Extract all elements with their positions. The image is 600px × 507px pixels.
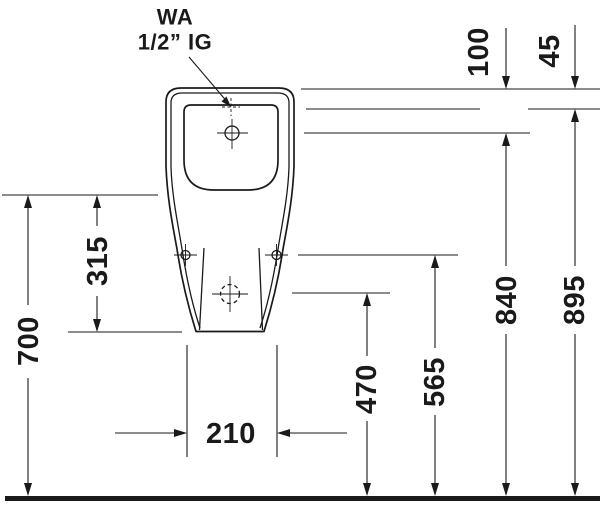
arrow-down-icon xyxy=(431,483,439,496)
dim-label-470: 470 xyxy=(351,364,383,414)
channel-line-right xyxy=(258,247,264,331)
channel-line-left xyxy=(198,247,205,331)
dim-label-700: 700 xyxy=(13,316,45,366)
dim-45: 45 xyxy=(534,25,579,89)
arrow-down-icon xyxy=(24,483,32,496)
dim-label-565: 565 xyxy=(419,357,451,407)
connection-label: WA 1/2” IG xyxy=(138,5,231,107)
dim-315: 315 xyxy=(82,195,114,332)
leader-line xyxy=(188,56,230,105)
drain-outlet xyxy=(212,276,248,312)
mounting-hole-right xyxy=(265,244,288,266)
dim-210: 210 xyxy=(115,418,347,450)
arrow-down-icon xyxy=(363,483,371,496)
arrow-down-icon xyxy=(502,483,510,496)
arrow-down-icon xyxy=(571,483,579,496)
outer-silhouette xyxy=(165,87,295,333)
inner-wall-line xyxy=(170,92,290,329)
dim-label-895: 895 xyxy=(559,275,591,325)
dim-label-840: 840 xyxy=(491,275,523,325)
dim-label-100: 100 xyxy=(463,27,495,77)
arrow-left-icon xyxy=(277,429,290,437)
basin-rim xyxy=(183,104,279,191)
arrow-down-icon xyxy=(502,76,510,89)
dim-470: 470 xyxy=(351,293,383,496)
label-wa: WA xyxy=(157,5,193,30)
arrow-down-icon xyxy=(571,76,579,89)
label-thread: 1/2” IG xyxy=(138,30,212,55)
extension-lines xyxy=(2,88,600,457)
mounting-hole-left xyxy=(174,244,197,266)
water-inlet-hole xyxy=(217,98,248,149)
dim-895: 895 xyxy=(559,109,591,496)
dim-565: 565 xyxy=(419,255,451,496)
dim-840: 840 xyxy=(491,133,523,496)
dim-label-45: 45 xyxy=(534,34,566,67)
dim-100: 100 xyxy=(463,27,510,89)
dim-700: 700 xyxy=(13,195,45,496)
dim-label-315: 315 xyxy=(82,236,114,286)
arrow-down-icon xyxy=(93,319,101,332)
urinal-body xyxy=(165,87,295,333)
dim-label-210: 210 xyxy=(206,418,256,450)
arrow-right-icon xyxy=(174,429,187,437)
